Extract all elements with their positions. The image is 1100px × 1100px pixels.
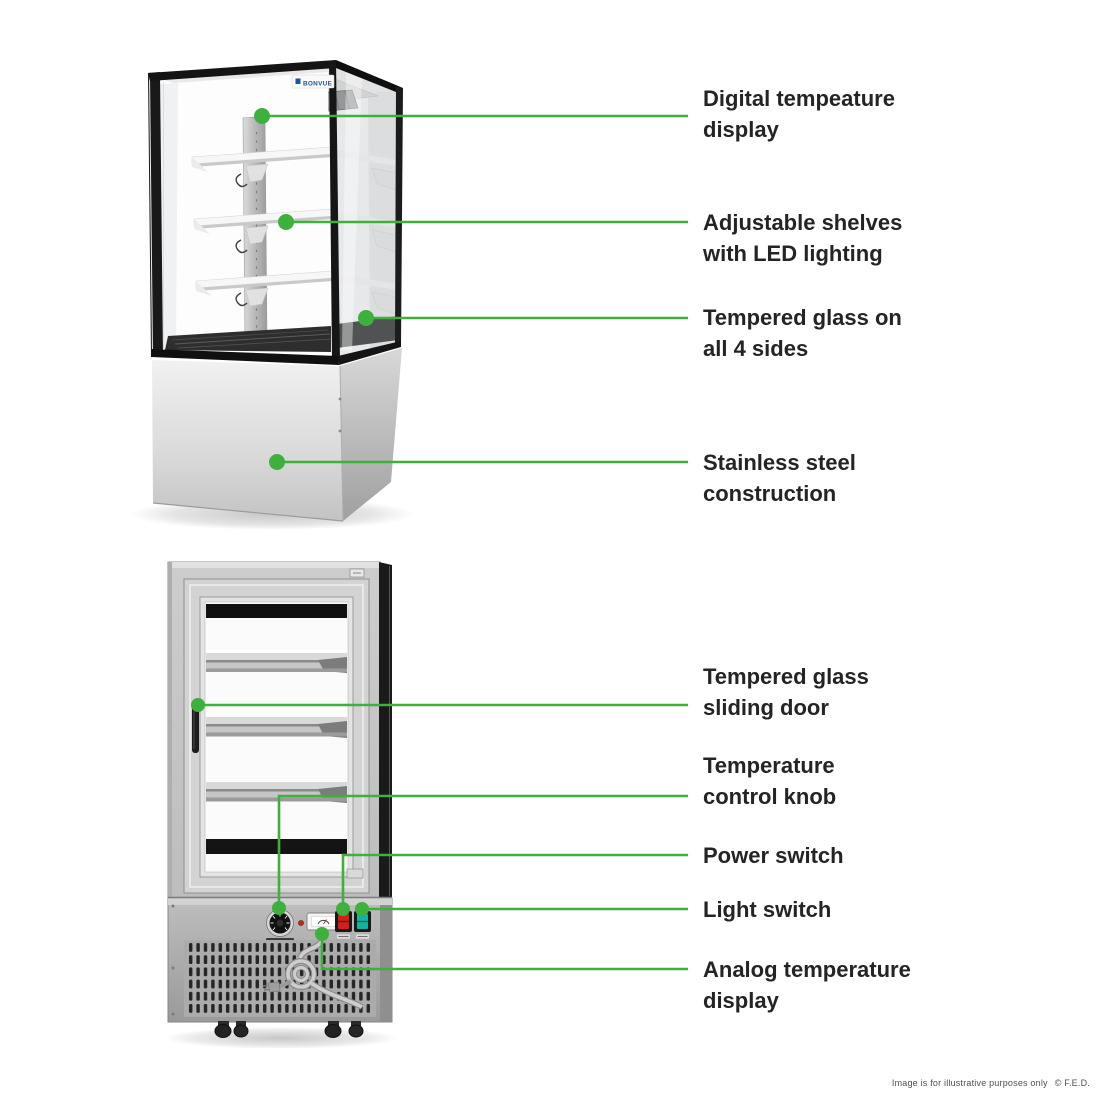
machine-compartment bbox=[167, 896, 393, 1023]
footer-disclaimer: Image is for illustrative purposes only ©… bbox=[892, 1078, 1090, 1088]
temperature-control-knob bbox=[266, 909, 294, 945]
door-glass bbox=[204, 601, 349, 873]
annotation-sliding-door: Tempered glass sliding door bbox=[703, 661, 869, 723]
annotation-text: construction bbox=[703, 481, 837, 506]
glass-frame bbox=[148, 60, 403, 365]
indicator-light bbox=[298, 920, 304, 926]
annotation-text: Temperature bbox=[703, 753, 835, 778]
door-shelf bbox=[206, 650, 347, 673]
shelf bbox=[191, 146, 334, 183]
adjustable-shelves bbox=[191, 146, 334, 307]
copyright-text: © F.E.D. bbox=[1054, 1078, 1090, 1088]
annotation-tempered-glass: Tempered glass on all 4 sides bbox=[703, 302, 902, 364]
annotation-text: with LED lighting bbox=[703, 241, 883, 266]
door-handle bbox=[192, 706, 199, 753]
annotation-adjustable-shelves: Adjustable shelves with LED lighting bbox=[703, 207, 902, 269]
power-plug bbox=[267, 981, 281, 993]
annotation-power-switch: Power switch bbox=[703, 840, 844, 871]
ventilation-grille bbox=[184, 940, 376, 1017]
feet bbox=[214, 1021, 364, 1038]
annotation-text: Stainless steel bbox=[703, 450, 856, 475]
annotation-text: Light switch bbox=[703, 897, 832, 922]
shelf bbox=[193, 208, 334, 245]
glass-reflection bbox=[342, 70, 362, 352]
shelf bbox=[195, 270, 334, 307]
side-glass-tint bbox=[333, 63, 402, 361]
back-view-shadow bbox=[163, 1027, 399, 1049]
front-view-illustration: BONVUE bbox=[130, 60, 414, 530]
annotation-text: control knob bbox=[703, 784, 837, 809]
disclaimer-text: Image is for illustrative purposes only bbox=[891, 1078, 1048, 1088]
annotation-digital-temperature-display: Digital tempeature display bbox=[703, 83, 895, 145]
sliding-door bbox=[183, 578, 370, 894]
power-switch bbox=[335, 911, 352, 940]
side-shelf-extensions bbox=[337, 150, 398, 315]
annotation-text: Tempered glass bbox=[703, 664, 869, 689]
bottom-deck bbox=[165, 316, 398, 352]
annotation-text: Analog temperature bbox=[703, 957, 911, 982]
annotation-text: display bbox=[703, 117, 779, 142]
brand-label: BONVUE bbox=[291, 74, 335, 89]
annotation-analog-temperature-display: Analog temperature display bbox=[703, 954, 911, 1016]
hinge-tab bbox=[346, 868, 364, 879]
annotation-text: display bbox=[703, 988, 779, 1013]
annotation-text: Digital tempeature bbox=[703, 86, 895, 111]
stainless-base bbox=[152, 348, 402, 522]
power-cord bbox=[262, 939, 364, 1010]
annotation-text: all 4 sides bbox=[703, 336, 809, 361]
door-shelf bbox=[206, 714, 347, 738]
annotation-text: Tempered glass on bbox=[703, 305, 902, 330]
annotation-temperature-control-knob: Temperature control knob bbox=[703, 750, 836, 812]
annotation-stainless-steel: Stainless steel construction bbox=[703, 447, 856, 509]
brand-text: BONVUE bbox=[303, 81, 333, 88]
light-switch bbox=[354, 911, 371, 940]
door-shelf bbox=[206, 779, 347, 803]
annotation-text: Adjustable shelves bbox=[703, 210, 903, 235]
annotation-text: Power switch bbox=[703, 843, 844, 868]
back-view-illustration bbox=[163, 561, 399, 1049]
annotation-light-switch: Light switch bbox=[703, 894, 831, 925]
annotation-text: sliding door bbox=[703, 695, 829, 720]
